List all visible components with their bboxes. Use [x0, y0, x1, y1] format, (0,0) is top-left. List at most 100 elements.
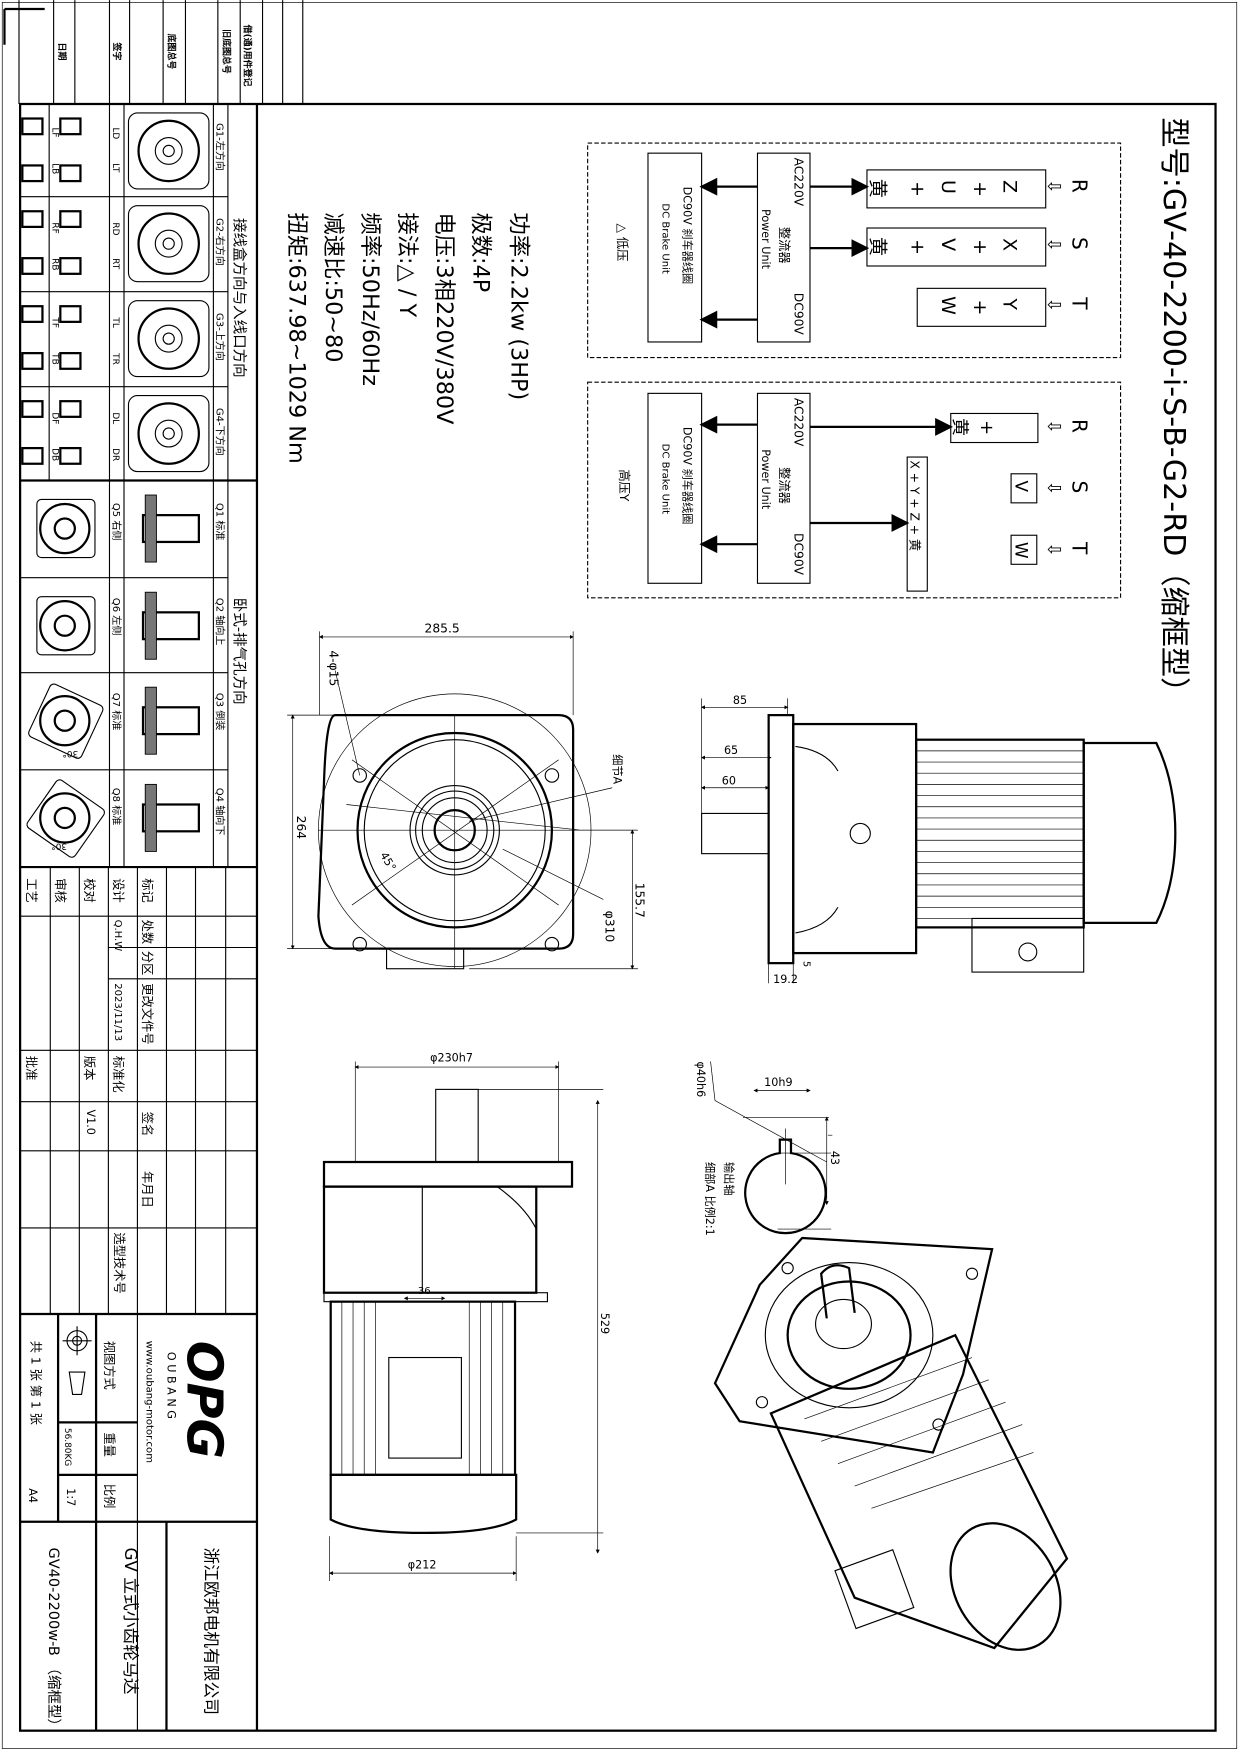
dim-body-dia: φ212: [408, 1559, 437, 1572]
header-change-doc: 更改文件号: [140, 983, 155, 1044]
motor-front-ring-icon: [39, 600, 91, 652]
opg-logo: OPG: [176, 1341, 234, 1459]
side-label-q1: Q1 标准: [214, 503, 226, 541]
junction-box-icon: [59, 352, 82, 370]
winding-v: V: [937, 238, 959, 251]
motor-front-icon: [127, 395, 210, 473]
code-label: TL: [110, 316, 120, 327]
motor-side-icon: [141, 514, 200, 544]
junction-box-icon: [21, 164, 44, 183]
top-label-sign: 签字: [111, 42, 123, 61]
spec-torque: 扭矩:637.98~1029 Nm: [283, 212, 309, 463]
mount-plate-icon: [144, 591, 157, 660]
dim-total-length: 529: [598, 1313, 611, 1334]
junction-direction-table: 接线盒方向与入线口方向 G1-左方向 LD LT LF LB G2-右方向 RD…: [20, 103, 259, 1731]
motor-front-icon: [127, 205, 210, 283]
power-unit-en: Power Unit: [759, 209, 772, 270]
wiring-low-voltage: R S T ⇩ ⇩ ⇩ Z + U + 黄 X + V + 黄 Y + W AC…: [587, 142, 1122, 359]
model-title: 型号:GV-40-2200-i-S-B-G2-RD（缩框型）: [1156, 117, 1191, 707]
low-voltage-label: △ 低压: [615, 224, 629, 262]
plus-sign: +: [969, 181, 991, 197]
spec-frequency: 频率:50Hz/60Hz: [357, 212, 383, 386]
brand-name: O U B A N G: [165, 1352, 178, 1419]
header-zone: 分区: [140, 951, 154, 976]
title-block: 标记 处数 分区 更改文件号 签名 年月日 设计 校对 审核 工艺 标准化 版本…: [20, 867, 257, 1733]
junction-box-icon: [59, 257, 82, 275]
terminal-t: T: [1068, 296, 1092, 310]
exhaust-direction-table: 卧式-排气孔方向 Q1 标准 Q2 轴向上 Q3 倒装 Q4 轴向下 Q5 右侧…: [26, 494, 248, 858]
role-version: 版本: [82, 1056, 96, 1081]
front-flange-view: 285.5 264 155.7 φ310 4-φ15 45° 细节A: [287, 621, 647, 970]
code-label: LB: [50, 163, 60, 174]
motor-front-frame-icon: [36, 498, 96, 559]
mount-plate-icon: [144, 686, 157, 755]
power-unit-cn: 整流器: [777, 467, 792, 504]
motor-front-shaft-icon: [53, 806, 76, 830]
power-unit-en: Power Unit: [759, 449, 772, 510]
product-name: GV 立式小齿轮马达: [121, 1547, 141, 1694]
output-shaft-label: 输出轴: [722, 1162, 736, 1195]
motor-ring-icon: [154, 419, 183, 448]
group-label: G4-下方向: [214, 408, 227, 456]
website-url: www.oubang-motor.com: [143, 1341, 154, 1463]
code-label: RB: [50, 258, 60, 270]
role-approve: 批准: [24, 1056, 39, 1081]
detail-a-scale: 细部A 比例2:1: [703, 1162, 717, 1236]
plus-sign: +: [907, 239, 929, 255]
brake-unit-en: DC Brake Unit: [660, 203, 671, 273]
design-date: 2023/11/13: [112, 983, 123, 1041]
motor-front-frame-icon: [28, 683, 104, 759]
first-angle-projection-icon: [62, 1326, 92, 1395]
header-count: 处数: [140, 920, 155, 945]
dim-flange-height: 264: [294, 816, 308, 840]
header-mark: 标记: [140, 878, 154, 903]
shaft-detail: 10h9 φ40h6 43 输出轴 细部A 比例2:1: [694, 1061, 841, 1236]
role-design: 设计: [111, 878, 125, 903]
tech-no-label: 选型技术号: [112, 1232, 126, 1293]
spec-list: 功率:2.2kw (3HP) 极数:4P 电压:3相220V/380V 接法:△…: [283, 212, 531, 463]
role-standard: 标准化: [111, 1056, 125, 1093]
junction-box-icon: [59, 210, 82, 229]
dim-flange-dia: φ230h7: [430, 1051, 473, 1064]
terminal-r: R: [1068, 179, 1092, 193]
code-label: RF: [50, 222, 60, 233]
junction-box-icon: [21, 210, 44, 229]
junction-box-icon: [21, 400, 44, 418]
code-label: TB: [50, 352, 60, 365]
junction-box-icon: [59, 117, 82, 136]
motor-front-ring-icon: [39, 695, 91, 747]
mount-plate-icon: [144, 783, 157, 852]
motor-ring-icon: [154, 136, 183, 165]
motor-ring-icon: [154, 229, 183, 258]
top-label-base-no: 底图总号: [166, 34, 178, 70]
motor-ring-icon: [137, 402, 200, 465]
junction-box-icon: [59, 446, 82, 465]
down-arrow-icon: ⇩: [1043, 542, 1064, 557]
motor-shaft-icon: [162, 237, 175, 250]
winding-x: X: [998, 238, 1020, 251]
spec-power: 功率:2.2kw (3HP): [506, 212, 532, 400]
top-label-borrow: 借(通)用件登记: [242, 24, 254, 87]
motor-ring-icon: [154, 324, 183, 353]
motor-front-shaft-icon: [53, 709, 76, 732]
front-label-q8: Q8 标准: [110, 788, 122, 826]
winding-w: W: [1012, 542, 1032, 559]
wiring-high-voltage: R S T ⇩ ⇩ ⇩ + 黄 V W X + Y + Z + 黄 AC220V…: [587, 381, 1122, 599]
code-label: DL: [110, 412, 120, 424]
motor-front-frame-icon: [36, 596, 96, 656]
junction-title: 接线盒方向与入线口方向: [231, 218, 248, 378]
designer-name: Q.H.W: [112, 920, 123, 952]
winding-v: V: [1012, 481, 1032, 493]
terminal-t: T: [1068, 541, 1092, 555]
plus-sign: +: [969, 239, 991, 255]
motor-ring-icon: [137, 119, 200, 183]
power-unit-dc: DC90V: [791, 533, 805, 576]
code-label: RT: [110, 258, 120, 270]
version-value: V1.0: [84, 1109, 97, 1134]
dim-pcd: φ310: [603, 911, 617, 943]
down-arrow-icon: ⇩: [1043, 237, 1064, 252]
winding-y: Y: [998, 297, 1020, 310]
plus-sign: +: [976, 420, 997, 435]
motor-front-shaft-icon: [53, 614, 76, 637]
